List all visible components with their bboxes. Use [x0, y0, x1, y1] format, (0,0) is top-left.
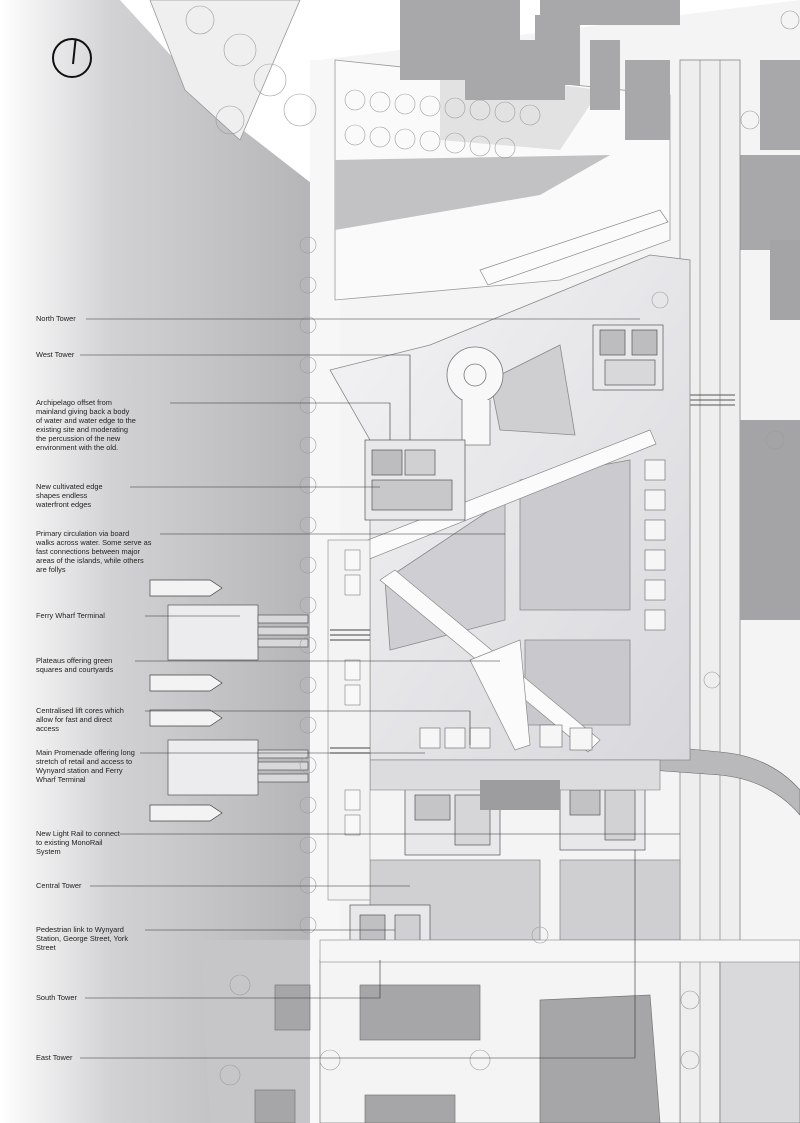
label-cultivated-edge: New cultivated edge shapes endless water… [36, 482, 103, 509]
south-buildings [254, 954, 800, 1123]
west-tower-building [364, 439, 466, 521]
north-buildings [400, 0, 800, 250]
label-pedestrian-link: Pedestrian link to Wynyard Station, Geor… [36, 925, 129, 952]
label-light-rail: New Light Rail to connect to existing Mo… [36, 829, 120, 856]
east-tower-building [559, 779, 646, 851]
light-rail [649, 744, 800, 816]
label-south-tower: South Tower [36, 993, 77, 1002]
label-west-tower: West Tower [36, 350, 75, 359]
label-lift-cores: Centralised lift cores which allow for f… [36, 706, 124, 733]
label-north-tower: North Tower [36, 314, 76, 323]
label-central-tower: Central Tower [36, 881, 82, 890]
label-east-tower: East Tower [36, 1053, 73, 1062]
label-plateaus: Plateaus offering green squares and cour… [36, 656, 114, 674]
towers [349, 324, 664, 971]
central-tower-building [404, 784, 501, 856]
harbour-water [0, 0, 320, 1123]
trees [185, 5, 800, 1086]
north-arrow-icon [52, 38, 92, 78]
label-primary-circulation: Primary circulation via board walks acro… [36, 529, 152, 574]
ferry-wharf-terminal [167, 604, 309, 796]
label-ferry-wharf-terminal: Ferry Wharf Terminal [36, 611, 105, 620]
label-archipelago: Archipelago offset from mainland giving … [36, 398, 136, 452]
east-buildings [740, 240, 800, 620]
retail-units [419, 459, 666, 751]
ferries [149, 579, 223, 822]
north-tower-building [592, 324, 664, 391]
leader-lines [80, 318, 680, 1059]
label-main-promenade: Main Promenade offering long stretch of … [36, 748, 135, 784]
